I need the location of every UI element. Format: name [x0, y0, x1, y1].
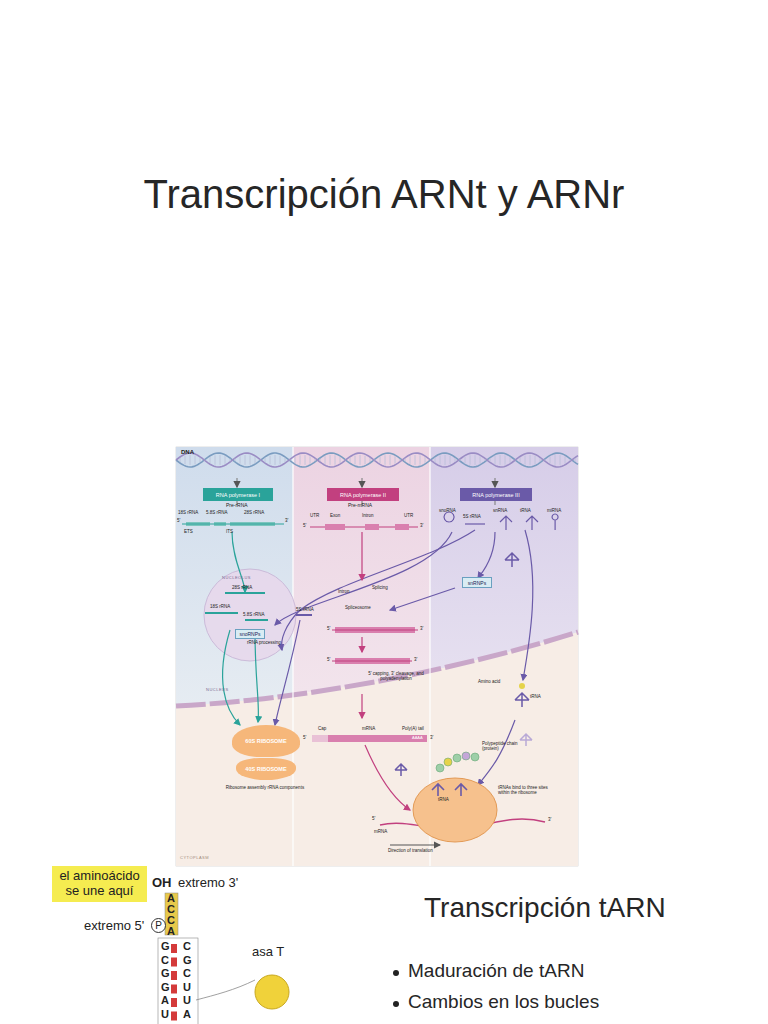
- figure-label: Exon: [330, 514, 340, 519]
- trna-label: extremo 5': [84, 919, 144, 933]
- trna-label: G: [183, 954, 192, 966]
- trna-label: OH: [152, 876, 172, 890]
- trna-label: C: [161, 954, 169, 966]
- figure-label: 3': [285, 519, 288, 524]
- figure-label: Intron: [362, 514, 374, 519]
- figure-label: CYTOPLASM: [180, 856, 209, 860]
- node-text: el aminoácido se une aquí: [55, 869, 144, 899]
- trna-label: G: [161, 940, 170, 952]
- trna-label: A: [183, 1008, 191, 1020]
- figure-label: 5S rRNA: [463, 515, 481, 520]
- figure-label: 18S rRNA: [210, 605, 230, 610]
- trna-label: A: [161, 994, 169, 1006]
- trna-label: C: [183, 967, 191, 979]
- figure-label: mRNA: [374, 830, 387, 835]
- figure-label: Ribosome assembly rRNA components: [225, 786, 305, 791]
- figure-label: Pre-mRNA: [348, 503, 372, 509]
- figure-label: Pre-rRNA: [226, 503, 248, 509]
- trna-label: C: [167, 903, 175, 915]
- node-text: RNA polymerase III: [472, 492, 519, 498]
- figure-label: rRNA processing: [244, 641, 284, 646]
- figure-label: miRNA: [547, 509, 561, 514]
- figure-label: 18S rRNA: [178, 511, 198, 516]
- figure-label: 5': [177, 519, 180, 524]
- node-text: RNA polymerase I: [216, 492, 260, 498]
- complex-box: snoRNPs: [235, 629, 265, 639]
- polymerase-box: RNA polymerase III: [460, 488, 532, 501]
- figure-label: Polypeptide chain (protein): [482, 742, 522, 752]
- figure-label: 3': [420, 627, 423, 632]
- node-text: 40S RIBOSOME: [245, 766, 286, 772]
- figure-label: 5': [372, 817, 375, 822]
- figure-label: snoRNA: [439, 509, 456, 514]
- complex-box: snRNPs: [462, 577, 492, 588]
- node-text: snRNPs: [468, 580, 486, 586]
- figure-label: tRNAs bind to three sites within the rib…: [498, 786, 558, 796]
- ribosome-subunit: 40S RIBOSOME: [236, 758, 296, 780]
- figure-label: Amino acid: [478, 680, 500, 685]
- figure-label: tRNA: [438, 798, 449, 803]
- figure-label: 5.8S rRNA: [243, 613, 265, 618]
- figure-label: tRNA: [520, 509, 531, 514]
- figure-label: Direction of translation: [388, 849, 433, 854]
- figure-label: NUCLEUS: [206, 688, 229, 692]
- figure-label: UTR: [310, 514, 319, 519]
- figure-label: snRNA: [493, 509, 507, 514]
- figure-label: 3': [430, 736, 433, 741]
- trna-label: Transcripción tARN: [424, 893, 666, 924]
- figure-label: ETS: [184, 530, 193, 535]
- figure-label: 5': [303, 736, 306, 741]
- callout-box: el aminoácido se une aquí: [52, 866, 147, 902]
- trna-label: Cambios en los bucles: [408, 992, 599, 1013]
- figure-label: Intron: [338, 590, 350, 595]
- figure-label: NUCLEOLUS: [222, 576, 251, 580]
- trna-label: G: [161, 981, 170, 993]
- node-text: 60S RIBOSOME: [245, 738, 286, 744]
- figure-label: mRNA: [362, 727, 375, 732]
- trna-label: extremo 3': [178, 876, 238, 890]
- node-text: RNA polymerase II: [340, 492, 386, 498]
- figure-label: 5S rRNA: [296, 608, 314, 613]
- figure-label: DNA: [181, 449, 194, 456]
- trna-label: asa T: [252, 945, 284, 959]
- figure-label: ITS: [226, 530, 233, 535]
- node-text: P: [155, 920, 162, 931]
- figure-label: tRNA: [530, 695, 541, 700]
- figure-label: Cap: [318, 727, 326, 732]
- figure-label: 3': [548, 818, 551, 823]
- figure-label: 5': [303, 524, 306, 529]
- figure-label: AAAA: [412, 736, 423, 740]
- figure-label: UTR: [404, 514, 413, 519]
- figure-label: 3': [414, 658, 417, 663]
- trna-label: U: [183, 981, 191, 993]
- polymerase-box: RNA polymerase I: [203, 488, 273, 501]
- figure-label: 28S rRNA: [244, 511, 264, 516]
- figure-label: Splicing: [372, 586, 388, 591]
- ribosome-subunit: 60S RIBOSOME: [232, 725, 300, 757]
- figure-label: 5.8S rRNA: [206, 511, 228, 516]
- figure-label: 5' capping, 3' cleavage, and polyadenyla…: [365, 672, 427, 682]
- trna-label: A: [167, 925, 175, 937]
- figure-label: Spliceosome: [345, 606, 371, 611]
- figure-label: 5': [327, 627, 330, 632]
- trna-label: A: [167, 892, 175, 904]
- slide-title: Transcripción ARNt y ARNr: [0, 172, 768, 216]
- figure-label: 3': [420, 524, 423, 529]
- trna-label: G: [161, 967, 170, 979]
- figure-label: Poly(A) tail: [402, 727, 424, 732]
- trna-label: U: [183, 994, 191, 1006]
- node-text: snoRNPs: [239, 631, 260, 637]
- trna-label: C: [183, 940, 191, 952]
- figure-label: 28S rRNA: [232, 586, 252, 591]
- phosphate-circle: P: [151, 918, 166, 933]
- trna-label: Maduración de tARN: [408, 961, 584, 982]
- trna-label: C: [167, 914, 175, 926]
- trna-label: U: [161, 1008, 169, 1020]
- figure-label: 5': [327, 658, 330, 663]
- polymerase-box: RNA polymerase II: [327, 488, 399, 501]
